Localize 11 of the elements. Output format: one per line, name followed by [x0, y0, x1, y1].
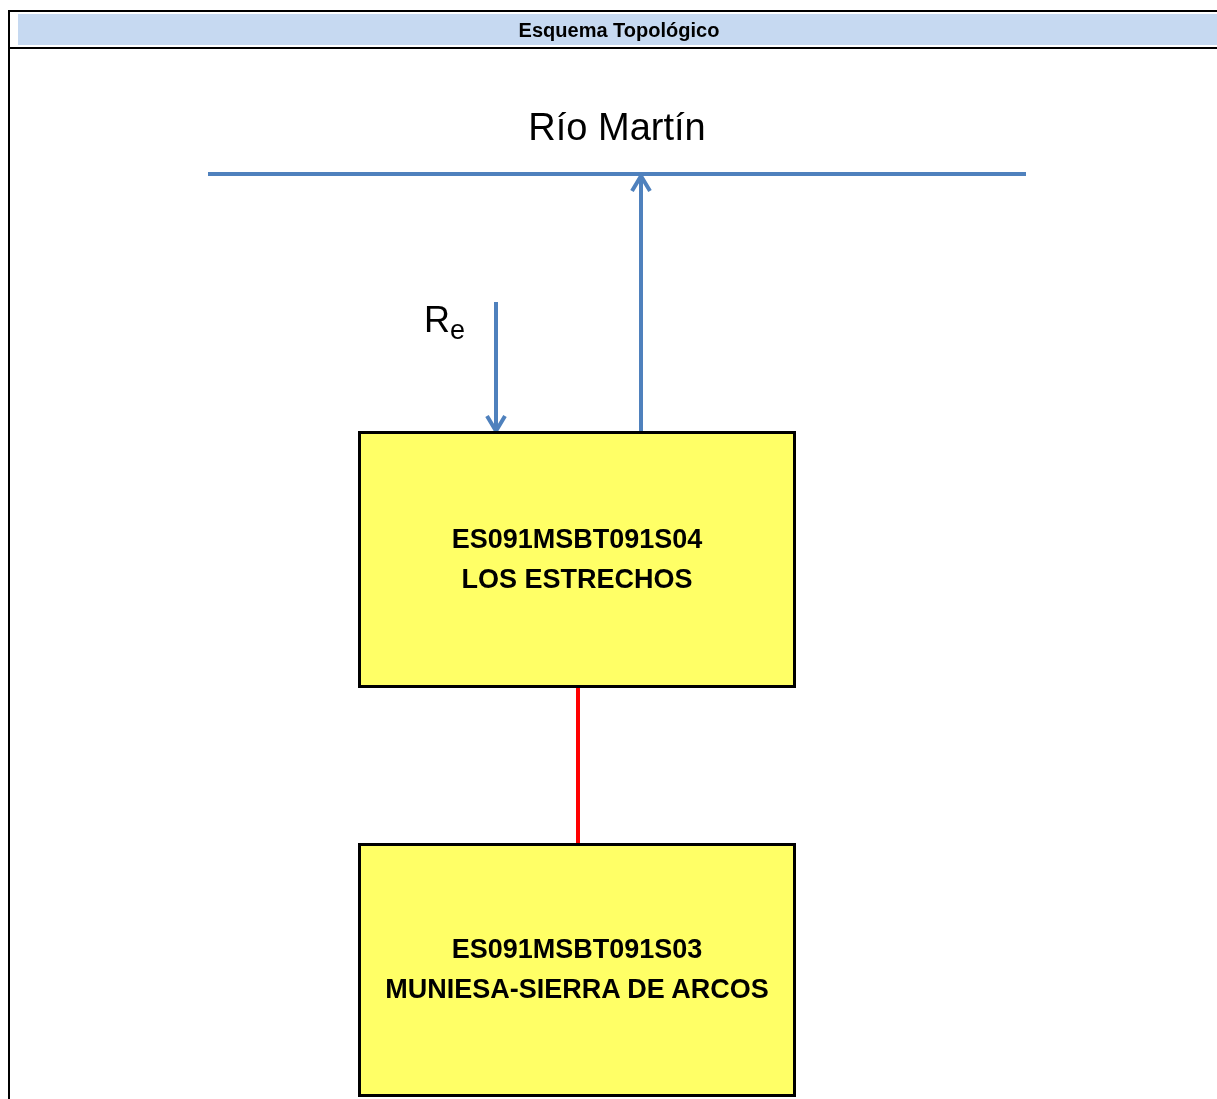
box-text: MUNIESA-SIERRA DE ARCOS: [385, 973, 769, 1006]
arrow: [630, 174, 652, 431]
arrow: [485, 302, 507, 433]
box-text: ES091MSBT091S04: [451, 522, 703, 556]
water-body-box: [358, 843, 796, 1097]
connector-line: [576, 688, 580, 843]
water-body-box: [358, 431, 796, 688]
box-text: LOS ESTRECHOS: [461, 562, 693, 596]
table-header: Esquema Topológico: [18, 14, 1217, 45]
river-name: Río Martín: [528, 105, 706, 150]
box-text: ES091MSBT091S03: [451, 933, 703, 967]
